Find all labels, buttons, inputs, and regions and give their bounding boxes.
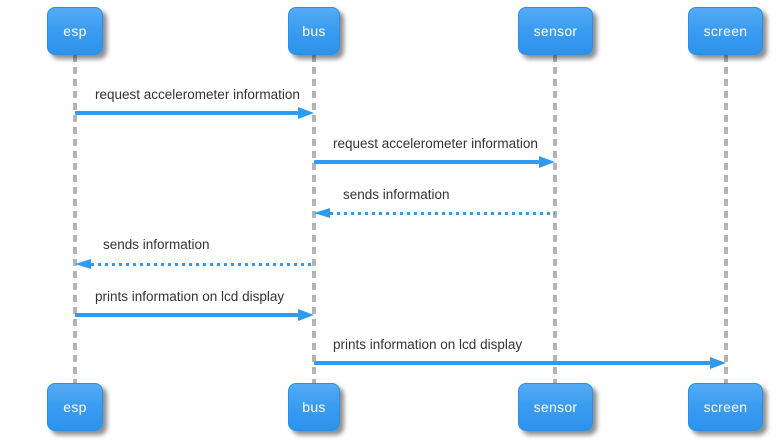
message-label: request accelerometer information bbox=[333, 136, 538, 151]
actor-label: bus bbox=[302, 399, 326, 415]
message-label: prints information on lcd display bbox=[95, 289, 285, 304]
actor-label: esp bbox=[63, 399, 87, 415]
arrowhead-left-icon bbox=[75, 259, 91, 269]
actor-box-sensor-top: sensor bbox=[518, 7, 593, 55]
message-line bbox=[314, 361, 710, 365]
actor-label: sensor bbox=[533, 399, 578, 415]
actor-box-bus-bottom: bus bbox=[288, 383, 340, 431]
actor-label: esp bbox=[63, 23, 87, 39]
lifeline-sensor bbox=[553, 55, 557, 383]
message-label: sends information bbox=[343, 187, 450, 202]
actor-label: bus bbox=[302, 23, 326, 39]
lifeline-bus bbox=[312, 55, 316, 383]
message-line bbox=[91, 263, 314, 266]
actor-label: screen bbox=[703, 399, 748, 415]
arrowhead-left-icon bbox=[314, 208, 330, 218]
lifeline-screen bbox=[724, 55, 728, 383]
message-line bbox=[330, 212, 555, 215]
message-line bbox=[314, 160, 539, 164]
message-label: prints information on lcd display bbox=[333, 337, 523, 352]
message-line bbox=[75, 313, 298, 317]
message-label: sends information bbox=[103, 237, 210, 252]
arrowhead-right-icon bbox=[298, 309, 314, 321]
actor-box-screen-bottom: screen bbox=[688, 383, 763, 431]
actor-box-sensor-bottom: sensor bbox=[518, 383, 593, 431]
actor-label: screen bbox=[703, 23, 748, 39]
message-line bbox=[75, 111, 298, 115]
actor-box-bus-top: bus bbox=[288, 7, 340, 55]
lifeline-esp bbox=[73, 55, 77, 383]
arrowhead-right-icon bbox=[710, 357, 726, 369]
arrowhead-right-icon bbox=[298, 107, 314, 119]
actor-box-esp-top: esp bbox=[47, 7, 103, 55]
actor-box-esp-bottom: esp bbox=[47, 383, 103, 431]
arrowhead-right-icon bbox=[539, 156, 555, 168]
message-label: request accelerometer information bbox=[95, 87, 300, 102]
actor-label: sensor bbox=[533, 23, 578, 39]
actor-box-screen-top: screen bbox=[688, 7, 763, 55]
